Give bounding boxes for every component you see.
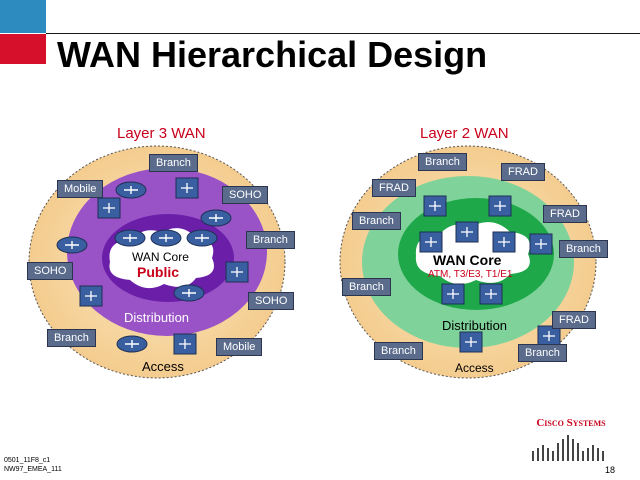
atm-switch-icon xyxy=(419,231,443,253)
layer3-soho-left-tag: SOHO xyxy=(27,262,74,280)
layer3-branch-top-tag: Branch xyxy=(149,154,198,172)
switch-icon xyxy=(97,197,121,219)
router-icon xyxy=(200,209,232,227)
layer2-distribution-label: Distribution xyxy=(442,318,508,333)
layer2-branch-bottom-left-tag: Branch xyxy=(374,342,423,360)
router-icon xyxy=(115,181,147,199)
layer2-frad-left-tag: FRAD xyxy=(372,179,416,197)
router-icon xyxy=(173,284,205,302)
layer2-frad-right-tag: FRAD xyxy=(543,205,587,223)
footer-code-line-2: NW97_EMEA_111 xyxy=(4,466,62,473)
atm-switch-icon xyxy=(529,233,553,255)
layer3-distribution-label: Distribution xyxy=(124,310,190,325)
router-icon xyxy=(114,229,146,247)
accent-square-blue xyxy=(0,0,46,33)
footer-code: 0501_11F8_c1 NW97_EMEA_111 xyxy=(4,456,62,474)
layer2-branch-right-tag: Branch xyxy=(559,240,608,258)
layer2-branch-bottom-right-tag: Branch xyxy=(518,344,567,362)
layer3-public-label: Public xyxy=(137,264,180,280)
layer3-branch-bottom-tag: Branch xyxy=(47,329,96,347)
layer2-branch-left-tag: Branch xyxy=(352,212,401,230)
switch-icon xyxy=(173,333,197,355)
switch-icon xyxy=(79,285,103,307)
atm-switch-icon xyxy=(537,325,561,347)
layer2-core-label: WAN Core xyxy=(433,252,502,268)
page-number: 18 xyxy=(605,465,616,475)
router-icon xyxy=(56,236,88,254)
layer3-core-label: WAN Core xyxy=(132,250,189,264)
layer3-heading: Layer 3 WAN xyxy=(117,125,206,142)
layer3-mobile-left-tag: Mobile xyxy=(57,180,104,198)
layer2-heading: Layer 2 WAN xyxy=(420,125,509,142)
atm-switch-icon xyxy=(455,221,479,243)
cisco-logo: Cisco Systems xyxy=(532,417,606,461)
layer3-mobile-bottom-tag: Mobile xyxy=(216,338,263,356)
layer3-branch-mid-tag: Branch xyxy=(246,231,295,249)
atm-switch-icon xyxy=(441,283,465,305)
cisco-logo-wordmark: Cisco Systems xyxy=(536,417,606,429)
layer2-branch-mid-tag: Branch xyxy=(342,278,391,296)
layer2-access-label: Access xyxy=(455,361,494,375)
footer-code-line-1: 0501_11F8_c1 xyxy=(4,457,51,464)
layer3-soho-bottom-tag: SOHO xyxy=(248,292,295,310)
switch-icon xyxy=(225,261,249,283)
router-icon xyxy=(186,229,218,247)
atm-switch-icon xyxy=(479,283,503,305)
router-icon xyxy=(116,335,148,353)
atm-switch-icon xyxy=(488,195,512,217)
switch-icon xyxy=(175,177,199,199)
layer3-access-label: Access xyxy=(142,359,184,374)
atm-switch-icon xyxy=(459,331,483,353)
layer2-frad-bottom-right-tag: FRAD xyxy=(552,311,596,329)
layer2-branch-top-tag: Branch xyxy=(418,153,467,171)
layer2-frad-top-right-tag: FRAD xyxy=(501,163,545,181)
atm-switch-icon xyxy=(492,231,516,253)
accent-square-red xyxy=(0,34,46,64)
layer2-core-sublabel: ATM, T3/E3, T1/E1 xyxy=(428,269,513,280)
router-icon xyxy=(150,229,182,247)
slide-title: WAN Hierarchical Design xyxy=(57,34,488,75)
title-rule xyxy=(46,33,640,34)
layer3-soho-top-tag: SOHO xyxy=(222,186,269,204)
atm-switch-icon xyxy=(423,195,447,217)
